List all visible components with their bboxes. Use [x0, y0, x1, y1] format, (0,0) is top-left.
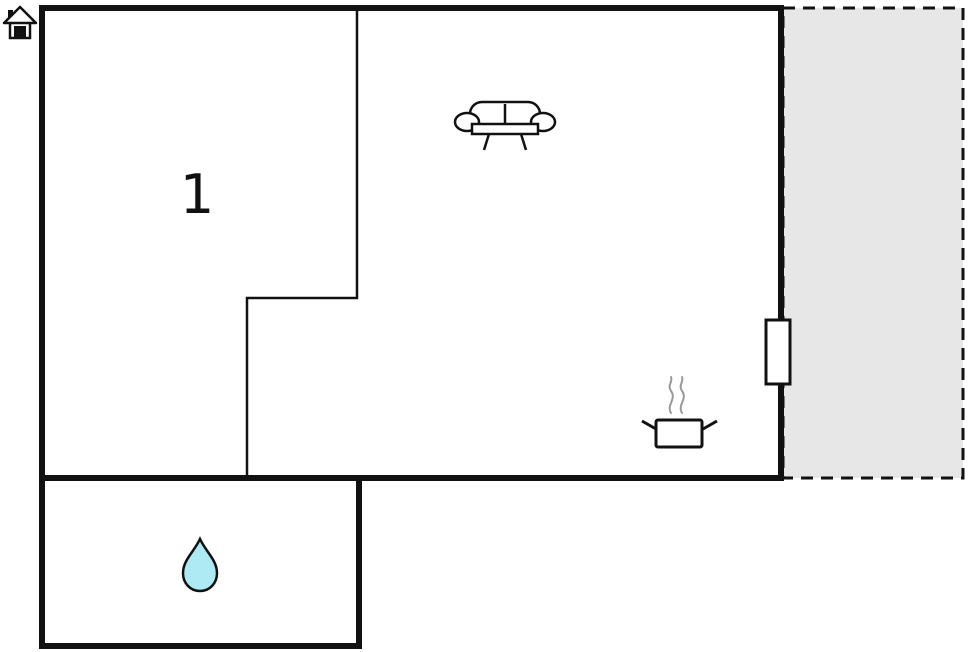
sofa-leg-left	[482, 133, 491, 151]
steam-line-left	[668, 376, 674, 414]
room-1-partition-wall	[245, 8, 359, 478]
drop-icon	[181, 536, 219, 593]
pot-handle-left	[641, 419, 657, 431]
steam-line-right	[679, 376, 685, 414]
pot-handle-right	[702, 419, 718, 431]
house-door	[14, 26, 26, 38]
sofa-seat	[470, 122, 540, 136]
pot-body	[654, 418, 704, 449]
house-roof	[2, 5, 38, 25]
sofa-icon	[453, 100, 557, 151]
pot-steam-icon	[641, 376, 718, 449]
room-1-label: 1	[180, 163, 214, 226]
terrace-area	[781, 6, 965, 480]
sofa-leg-right	[519, 133, 528, 151]
house-chimney	[8, 10, 13, 19]
house-icon	[2, 5, 38, 40]
window-marker-icon	[764, 318, 792, 386]
main-room-walls	[39, 5, 784, 481]
